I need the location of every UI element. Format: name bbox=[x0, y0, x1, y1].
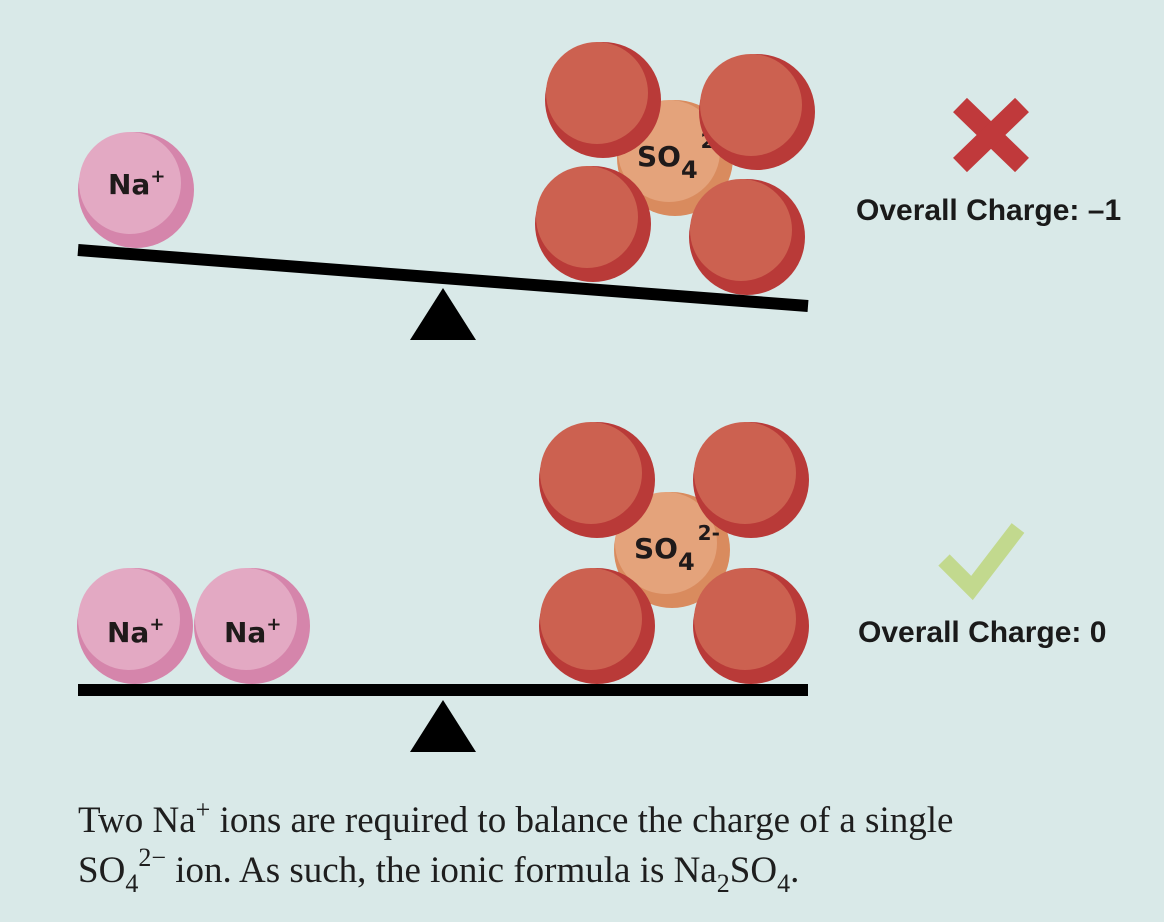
svg-text:SO42− ion. As such, the ionic: SO42− ion. As such, the ionic formula is… bbox=[78, 843, 799, 898]
svg-text:Na+: Na+ bbox=[224, 614, 281, 649]
sulfate-ion: SO42- bbox=[539, 422, 809, 684]
oxygen-atom bbox=[693, 568, 809, 684]
oxygen-atom bbox=[535, 166, 651, 282]
cross-icon bbox=[953, 97, 1029, 173]
oxygen-atom bbox=[689, 179, 805, 295]
fulcrum bbox=[410, 700, 476, 752]
balanced-seesaw: Na+ Na+ SO42- Overall Charge: 0 bbox=[77, 422, 1106, 752]
svg-text:Two Na+ ions are required to b: Two Na+ ions are required to balance the… bbox=[78, 795, 953, 841]
svg-text:Na+: Na+ bbox=[107, 614, 164, 649]
oxygen-atom bbox=[693, 422, 809, 538]
svg-text:Na+: Na+ bbox=[108, 166, 165, 201]
unbalanced-seesaw: Na+ SO42- Overall Charge: –1 bbox=[77, 42, 1121, 340]
oxygen-atom bbox=[545, 42, 661, 158]
check-icon bbox=[938, 523, 1025, 601]
overall-charge-top: Overall Charge: –1 bbox=[856, 194, 1121, 227]
svg-text:SO42-: SO42- bbox=[634, 521, 720, 576]
sodium-ion: Na+ bbox=[194, 568, 310, 684]
caption: Two Na+ ions are required to balance the… bbox=[78, 795, 953, 898]
sodium-ion: Na+ bbox=[77, 568, 193, 684]
oxygen-atom bbox=[699, 54, 815, 170]
oxygen-atom bbox=[539, 568, 655, 684]
sulfate-ion: SO42- bbox=[535, 42, 815, 295]
overall-charge-bottom: Overall Charge: 0 bbox=[858, 616, 1106, 649]
sodium-ion: Na+ bbox=[78, 132, 194, 248]
fulcrum bbox=[410, 288, 476, 340]
oxygen-atom bbox=[539, 422, 655, 538]
seesaw-beam bbox=[77, 244, 809, 312]
